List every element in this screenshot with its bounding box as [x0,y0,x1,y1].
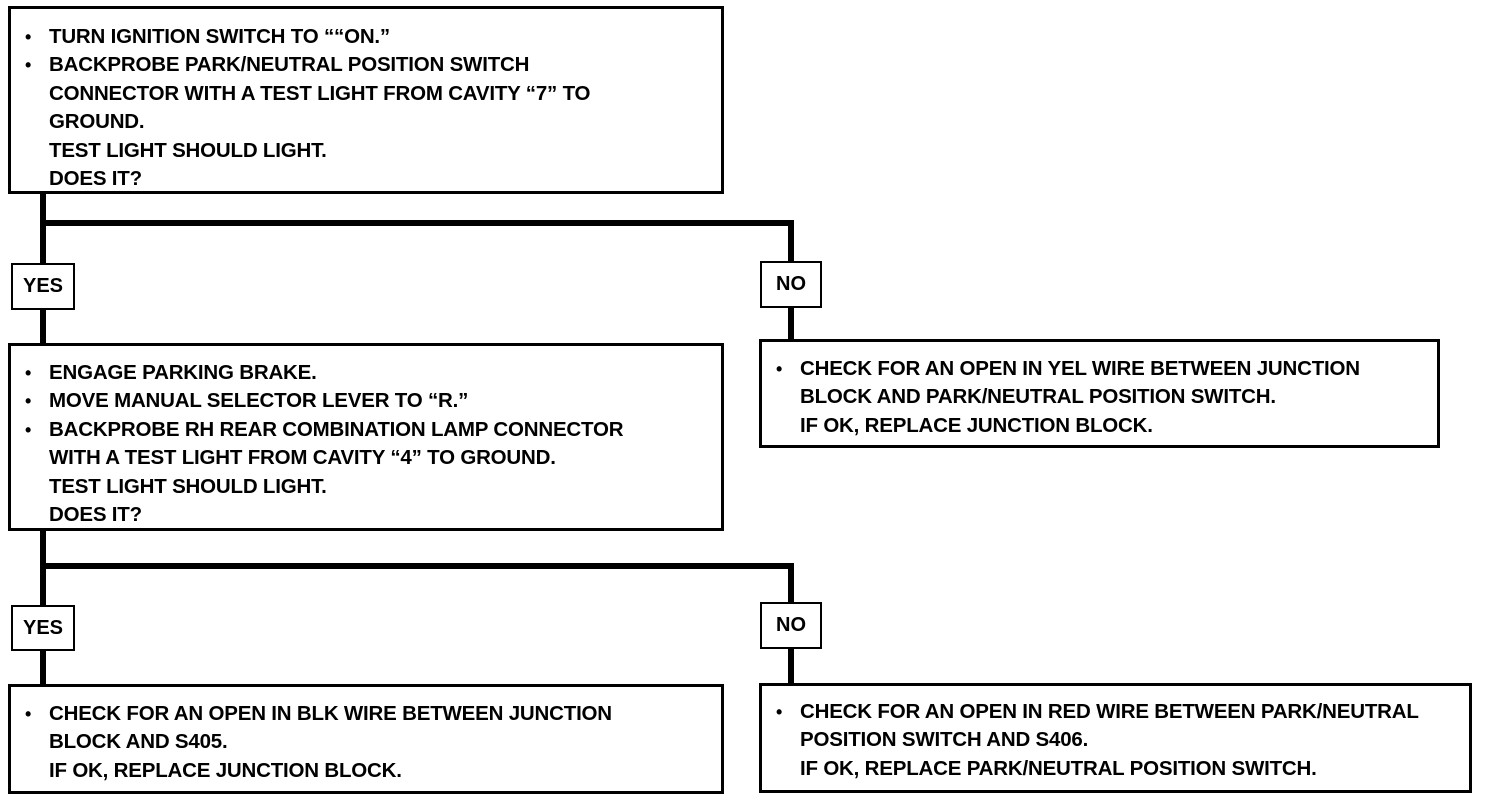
step-1-box: •TURN IGNITION SWITCH TO ““ON.” •BACKPRO… [8,6,724,194]
bullet-dot: • [25,419,32,440]
step-2-bullet-2: •MOVE MANUAL SELECTOR LEVER TO “R.” [11,387,721,415]
no-label-1: NO [760,261,822,308]
bullet-dot: • [776,702,783,722]
bullet-dot: • [25,55,32,76]
bullet-dot: • [25,704,32,724]
bullet-dot: • [25,27,32,47]
yes-label-1: YES [11,263,75,310]
step-1-line-6: DOES IT? [49,167,142,191]
result-no-1-line-3: IF OK, REPLACE JUNCTION BLOCK. [800,413,1153,437]
step-2-line-6: DOES IT? [49,503,142,527]
bullet-dot: • [776,359,783,379]
result-no-1-line-2: BLOCK AND PARK/NEUTRAL POSITION SWITCH. [800,385,1276,409]
step-1-line-3: CONNECTOR WITH A TEST LIGHT FROM CAVITY … [49,81,591,105]
step-2-bullet-1: •ENGAGE PARKING BRAKE. [11,359,721,387]
bullet-dot: • [25,391,32,412]
result-yes-2-box: •CHECK FOR AN OPEN IN BLK WIRE BETWEEN J… [8,684,724,794]
bullet-dot: • [25,363,32,383]
connector-step2-no [40,563,794,605]
connector-step1-no [40,220,794,264]
no-label-2: NO [760,602,822,649]
yes-label-2: YES [11,605,75,651]
step-2-bullet-3: •BACKPROBE RH REAR COMBINATION LAMP CONN… [11,416,721,444]
result-no-2-line-3: IF OK, REPLACE PARK/NEUTRAL POSITION SWI… [800,756,1317,780]
step-1-bullet-2: •BACKPROBE PARK/NEUTRAL POSITION SWITCH [11,51,721,79]
step-2-line-5: TEST LIGHT SHOULD LIGHT. [49,474,327,498]
result-yes-2-bullet: •CHECK FOR AN OPEN IN BLK WIRE BETWEEN J… [11,700,721,728]
result-no-2-line-2: POSITION SWITCH AND S406. [800,728,1089,752]
result-no-2-bullet: •CHECK FOR AN OPEN IN RED WIRE BETWEEN P… [762,698,1469,726]
step-1-line-5: TEST LIGHT SHOULD LIGHT. [49,138,327,162]
result-no-1-bullet: •CHECK FOR AN OPEN IN YEL WIRE BETWEEN J… [762,355,1437,383]
step-1-bullet-1: •TURN IGNITION SWITCH TO ““ON.” [11,23,721,51]
step-2-line-4: WITH A TEST LIGHT FROM CAVITY “4” TO GRO… [49,446,556,470]
result-yes-2-line-2: BLOCK AND S405. [49,730,228,754]
result-no-1-box: •CHECK FOR AN OPEN IN YEL WIRE BETWEEN J… [759,339,1440,448]
step-1-line-4: GROUND. [49,110,145,134]
result-yes-2-line-3: IF OK, REPLACE JUNCTION BLOCK. [49,758,402,782]
result-no-2-box: •CHECK FOR AN OPEN IN RED WIRE BETWEEN P… [759,683,1472,793]
step-2-box: •ENGAGE PARKING BRAKE. •MOVE MANUAL SELE… [8,343,724,531]
